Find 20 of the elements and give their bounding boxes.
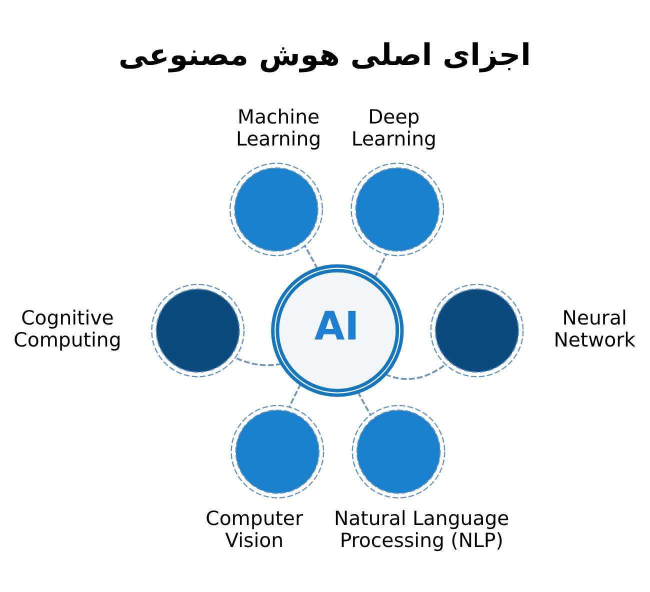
node-label: Computer Vision: [206, 507, 304, 552]
node-circle: [350, 162, 444, 256]
node-circle: [151, 284, 245, 378]
connector: [304, 246, 318, 270]
node-label: Cognitive Computing: [14, 306, 122, 352]
connector: [288, 383, 302, 408]
node-label: Machine Learning: [236, 106, 322, 151]
node-circle: [230, 405, 324, 498]
diagram-title: اجزای اصلی هوش مصنوعی: [118, 38, 531, 74]
node-circle: [230, 162, 323, 256]
node-label: Deep Learning: [351, 106, 436, 151]
node-circle: [430, 284, 524, 378]
node-circle: AI: [271, 264, 404, 397]
node-label: Natural Language Processing (NLP): [334, 507, 510, 552]
connector: [357, 391, 372, 416]
node-label: Neural Network: [554, 306, 636, 352]
connector: [235, 357, 282, 366]
connector: [385, 364, 446, 380]
connector: [374, 254, 387, 278]
node-circle: [352, 405, 446, 498]
